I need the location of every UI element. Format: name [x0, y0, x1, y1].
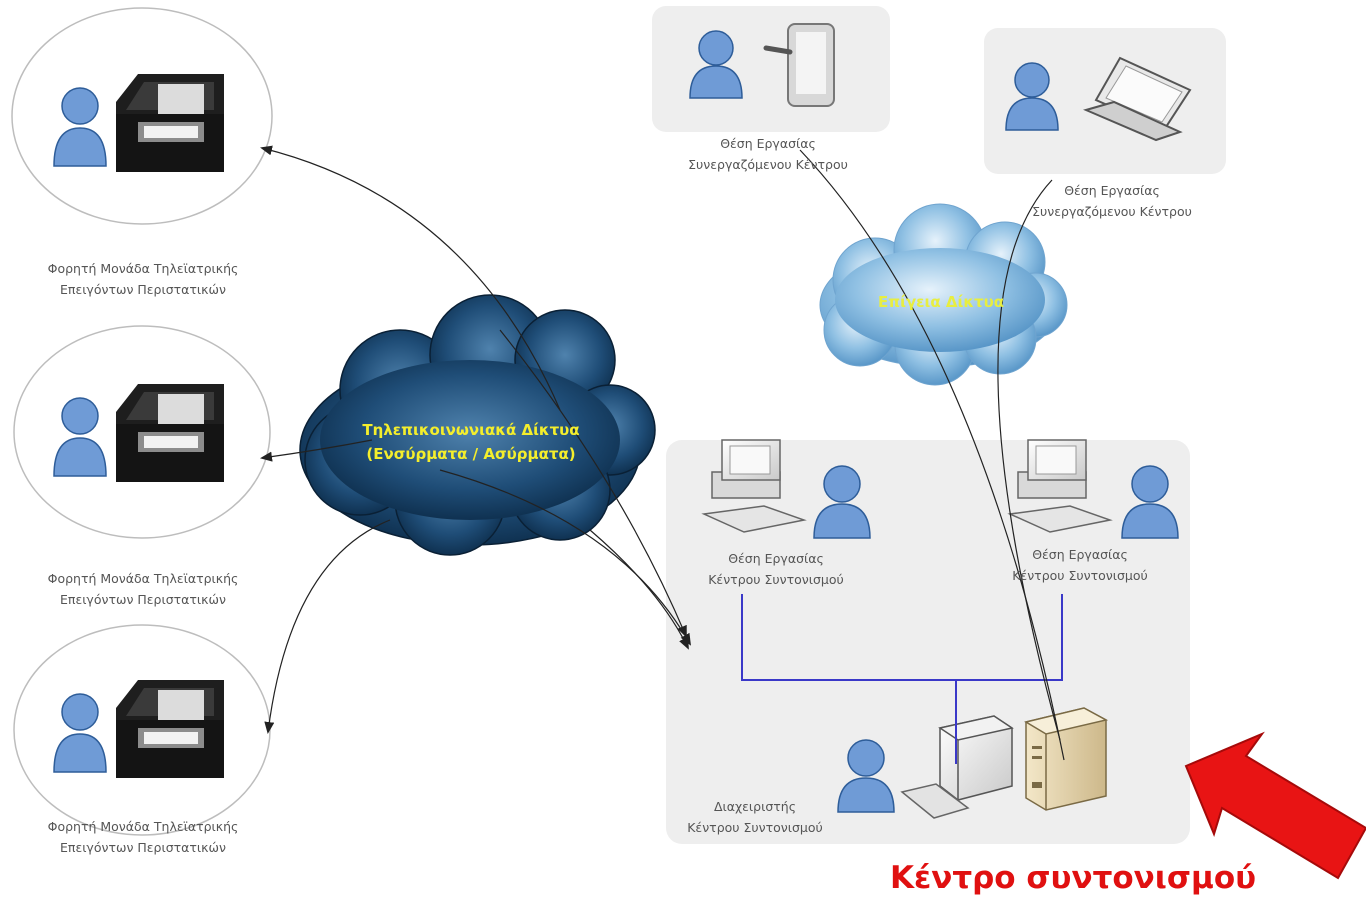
- unit-label-3-line2: Επειγόντων Περιστατικών: [60, 840, 226, 855]
- server-icon: [1024, 707, 1109, 811]
- unit-label-3: Φορητή Μονάδα Τηλεϊατρικής Επειγόντων Πε…: [12, 816, 274, 858]
- coordination-workstation-icon-right: [1007, 439, 1179, 539]
- coordination-ws-label-left-line1: Θέση Εργασίας: [728, 551, 824, 566]
- lan-connections: [741, 594, 1063, 764]
- cooperating-label-2: Θέση Εργασίας Συνεργαζόμενου Κέντρου: [990, 180, 1234, 222]
- coordination-ws-label-left-line2: Κέντρου Συντονισμού: [708, 572, 844, 587]
- cooperating-label-2-line2: Συνεργαζόμενου Κέντρου: [1032, 204, 1192, 219]
- admin-computer-icon: [900, 715, 1014, 819]
- coordination-ws-label-right-line1: Θέση Εργασίας: [1032, 547, 1128, 562]
- terrestrial-cloud-label: Επίγεια Δίκτυα: [846, 290, 1036, 314]
- terrestrial-cloud-label-text: Επίγεια Δίκτυα: [877, 293, 1004, 311]
- unit-label-1-line2: Επειγόντων Περιστατικών: [60, 282, 226, 297]
- coordination-workstation-icon-left: [701, 439, 871, 539]
- cooperating-workstation-icon-1: [689, 23, 835, 107]
- unit-label-2: Φορητή Μονάδα Τηλεϊατρικής Επειγόντων Πε…: [12, 568, 274, 610]
- coordination-center-label: Κέντρο συντονισμού: [889, 860, 1257, 896]
- cooperating-label-1-line1: Θέση Εργασίας: [720, 136, 816, 151]
- telecom-cloud-label: Τηλεπικοινωνιακά Δίκτυα (Ενσύρματα / Ασύ…: [316, 418, 626, 466]
- unit-label-3-line1: Φορητή Μονάδα Τηλεϊατρικής: [47, 819, 239, 834]
- cooperating-panel-1: [652, 6, 890, 132]
- red-arrow-icon: [1184, 731, 1366, 880]
- portable-unit-icon-3: [53, 680, 224, 778]
- cooperating-workstation-icon-2: [1005, 56, 1192, 142]
- admin-label: Διαχειριστής Κέντρου Συντονισμού: [660, 796, 850, 838]
- admin-label-line2: Κέντρου Συντονισμού: [687, 820, 823, 835]
- cooperating-label-1: Θέση Εργασίας Συνεργαζόμενου Κέντρου: [646, 133, 890, 175]
- coordination-panel: [666, 440, 1190, 844]
- admin-person-icon: [837, 739, 895, 813]
- coordination-ws-label-right-line2: Κέντρου Συντονισμού: [1012, 568, 1148, 583]
- cooperating-label-2-line1: Θέση Εργασίας: [1064, 183, 1160, 198]
- admin-label-line1: Διαχειριστής: [713, 799, 797, 814]
- portable-unit-icon-1: [53, 74, 224, 172]
- telecom-cloud-label-line1: Τηλεπικοινωνιακά Δίκτυα: [362, 421, 580, 439]
- connection-arcs: [260, 145, 1065, 761]
- coordination-ws-label-left: Θέση Εργασίας Κέντρου Συντονισμού: [666, 548, 886, 590]
- coordination-ws-label-right: Θέση Εργασίας Κέντρου Συντονισμού: [970, 544, 1190, 586]
- unit-label-1-line1: Φορητή Μονάδα Τηλεϊατρικής: [47, 261, 239, 276]
- cooperating-label-1-line2: Συνεργαζόμενου Κέντρου: [688, 157, 848, 172]
- telecom-cloud-label-line2: (Ενσύρματα / Ασύρματα): [366, 445, 576, 463]
- terrestrial-cloud-icon: [819, 203, 1068, 386]
- portable-unit-icon-2: [53, 384, 224, 482]
- unit-label-2-line2: Επειγόντων Περιστατικών: [60, 592, 226, 607]
- unit-label-2-line1: Φορητή Μονάδα Τηλεϊατρικής: [47, 571, 239, 586]
- unit-label-1: Φορητή Μονάδα Τηλεϊατρικής Επειγόντων Πε…: [12, 258, 274, 300]
